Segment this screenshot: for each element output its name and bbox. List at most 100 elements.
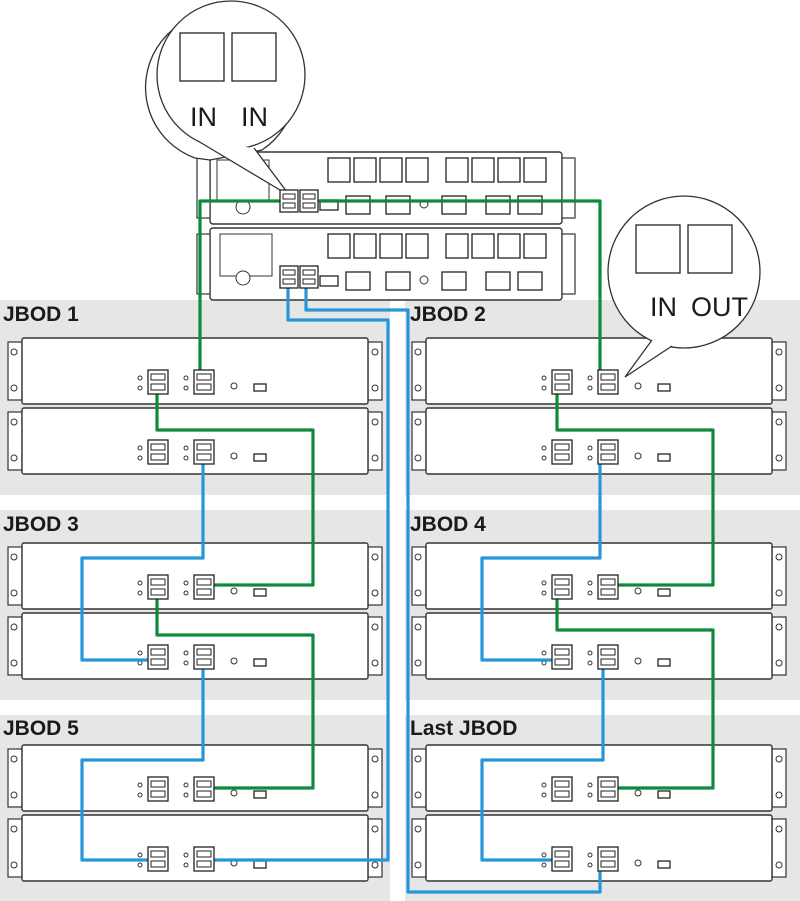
sas-port-icon [147, 574, 169, 600]
sas-port-icon [551, 776, 573, 802]
controller-b-fan [235, 270, 251, 286]
jbod5-unit-2-out-port[interactable] [193, 846, 215, 872]
jbod4-unit-2-out-port[interactable] [597, 644, 619, 670]
rack-screw-icon [414, 384, 422, 392]
cable-green-jbod4-to-last [555, 588, 715, 790]
sas-port-icon [597, 369, 619, 395]
rack-screw-icon [10, 348, 18, 356]
jbod1-unit-2-out-port[interactable] [193, 439, 215, 465]
ethernet-port-icon [517, 195, 543, 215]
controller-b-host-port-1[interactable] [279, 265, 299, 289]
last-jbod-unit-2-in-port[interactable] [551, 846, 573, 872]
callout-port-out-icon [687, 224, 733, 274]
sas-port-slot [600, 373, 616, 381]
jbod4-unit-1-in-port[interactable] [551, 574, 573, 600]
status-led-icon [541, 852, 547, 858]
jbod3-unit-1-in-port[interactable] [147, 574, 169, 600]
sas-port-icon [597, 776, 619, 802]
rack-screw-icon [414, 454, 422, 462]
controller-b-host-port-2[interactable] [299, 265, 319, 289]
rack-screw-icon [775, 348, 783, 356]
ethernet-port-icon [441, 271, 467, 291]
rack-screw-icon [775, 755, 783, 763]
rack-screw-icon [414, 755, 422, 763]
jbod5-unit-1-in-port[interactable] [147, 776, 169, 802]
controller-a-host-port-1[interactable] [279, 189, 299, 213]
sas-port-slot [554, 453, 570, 461]
port-overlays [147, 189, 619, 872]
rack-screw-icon [371, 623, 379, 631]
jbod5-unit-1-out-port[interactable] [193, 776, 215, 802]
status-led-icon [634, 452, 642, 460]
rack-screw-icon [775, 623, 783, 631]
jbod1-unit-1-out-port[interactable] [193, 369, 215, 395]
last-jbod-unit-1-out-port[interactable] [597, 776, 619, 802]
callout-label-in-b: IN [241, 102, 268, 132]
sas-port-icon [551, 439, 573, 465]
sas-port-slot [150, 648, 166, 656]
status-led-icon [587, 385, 593, 391]
callout-port-in-icon [635, 224, 681, 274]
sas-port-slot [554, 658, 570, 666]
sas-port-icon [299, 265, 319, 289]
sas-port-icon [147, 776, 169, 802]
sas-port-icon [551, 644, 573, 670]
jbod2-unit-1-in-port[interactable] [551, 369, 573, 395]
jbod3-unit-2-out-port[interactable] [193, 644, 215, 670]
rack-screw-icon [10, 623, 18, 631]
status-led-icon [137, 782, 143, 788]
sas-port-slot [554, 578, 570, 586]
jbod2-unit-2-in-port[interactable] [551, 439, 573, 465]
controller-a-host-port-2[interactable] [299, 189, 319, 213]
jbod4-unit-1-out-port[interactable] [597, 574, 619, 600]
cable-blue-ctrlB-to-jbod5 [207, 278, 390, 862]
jbod1-unit-2-in-port[interactable] [147, 439, 169, 465]
sas-port-icon [193, 846, 215, 872]
sas-port-icon [279, 265, 299, 289]
rack-screw-icon [371, 454, 379, 462]
sas-port-slot [554, 588, 570, 596]
sas-port-icon [551, 369, 573, 395]
sfp-cage-icon [445, 233, 469, 259]
status-led-icon [137, 862, 143, 868]
status-led-icon [541, 455, 547, 461]
rack-screw-icon [775, 861, 783, 869]
rack-screw-icon [775, 418, 783, 426]
rack-screw-icon [371, 791, 379, 799]
sas-port-slot [196, 780, 212, 788]
jbod3-unit-1-out-port[interactable] [193, 574, 215, 600]
jbod2-unit-2-out-port[interactable] [597, 439, 619, 465]
service-port-icon [253, 453, 267, 462]
jbod3-unit-2-in-port[interactable] [147, 644, 169, 670]
status-led-icon [137, 792, 143, 798]
status-led-icon [183, 590, 189, 596]
rack-screw-icon [10, 659, 18, 667]
sas-port-slot [554, 648, 570, 656]
jbod4-unit-2-in-port[interactable] [551, 644, 573, 670]
last-jbod-unit-1-in-port[interactable] [551, 776, 573, 802]
service-port-icon [657, 790, 671, 799]
jbod2-unit-1-out-port[interactable] [597, 369, 619, 395]
ethernet-port-icon [345, 195, 371, 215]
sas-port-slot [600, 443, 616, 451]
jbod5-unit-2-in-port[interactable] [147, 846, 169, 872]
rack-screw-icon [371, 755, 379, 763]
status-led-icon [541, 580, 547, 586]
label-last-jbod: Last JBOD [410, 717, 517, 740]
last-jbod-unit-2-out-port[interactable] [597, 846, 619, 872]
status-led-icon [587, 660, 593, 666]
jbod1-unit-1-in-port[interactable] [147, 369, 169, 395]
controller-a-ear-right [561, 157, 576, 219]
label-jbod2: JBOD 2 [410, 303, 486, 326]
sfp-cage-icon [379, 233, 403, 259]
status-led-icon [634, 382, 642, 390]
sas-port-slot [196, 648, 212, 656]
status-led-icon [634, 657, 642, 665]
rack-screw-icon [371, 589, 379, 597]
callout-label-in: IN [650, 292, 677, 322]
controller-callout-circle [156, 0, 306, 150]
rack-screw-icon [414, 659, 422, 667]
jbod-enclosures [7, 337, 787, 882]
sas-port-slot [600, 578, 616, 586]
